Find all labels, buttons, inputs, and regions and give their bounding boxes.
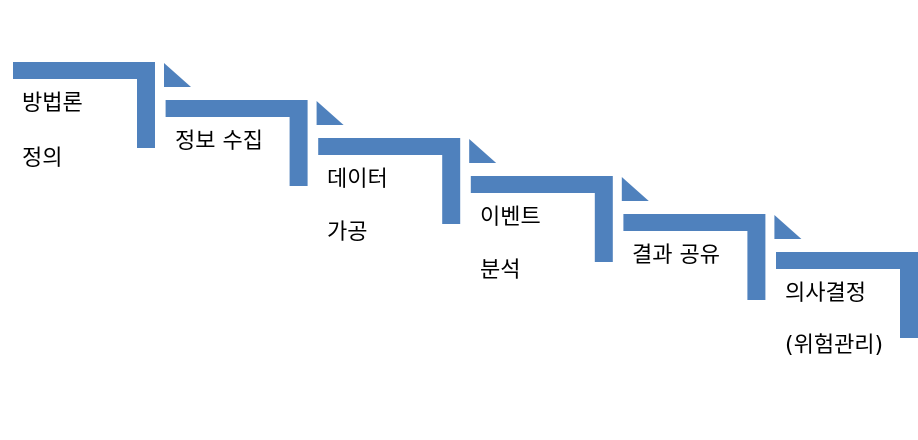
- step-4-connector-triangle: [621, 177, 649, 201]
- step-4-label-line-1: 이벤트: [480, 205, 541, 230]
- step-2-bracket: [165, 100, 308, 186]
- step-5-bracket: [623, 214, 766, 300]
- step-6-bracket: [776, 252, 918, 338]
- step-3-bracket: [318, 138, 461, 224]
- step-5-connector-triangle: [774, 215, 802, 239]
- step-2-connector-triangle: [316, 101, 344, 125]
- step-2-label-line-1: 정보 수집: [175, 129, 263, 154]
- step-5-label-line-1: 결과 공유: [632, 243, 720, 268]
- step-4-label-line-2: 분석: [480, 258, 521, 283]
- step-3-connector-triangle: [469, 139, 497, 163]
- step-6-label-line-2: (위험관리): [785, 333, 884, 358]
- step-3-label-line-1: 데이터: [327, 167, 388, 192]
- step-1-bracket: [13, 62, 155, 148]
- step-1-label-line-2: 정의: [22, 146, 63, 171]
- step-6-label-line-1: 의사결정: [785, 281, 866, 306]
- step-3-label-line-2: 가공: [327, 220, 368, 245]
- step-4-bracket: [470, 176, 613, 262]
- step-1-label-line-1: 방법론: [22, 91, 83, 116]
- step-1-connector-triangle: [164, 63, 191, 87]
